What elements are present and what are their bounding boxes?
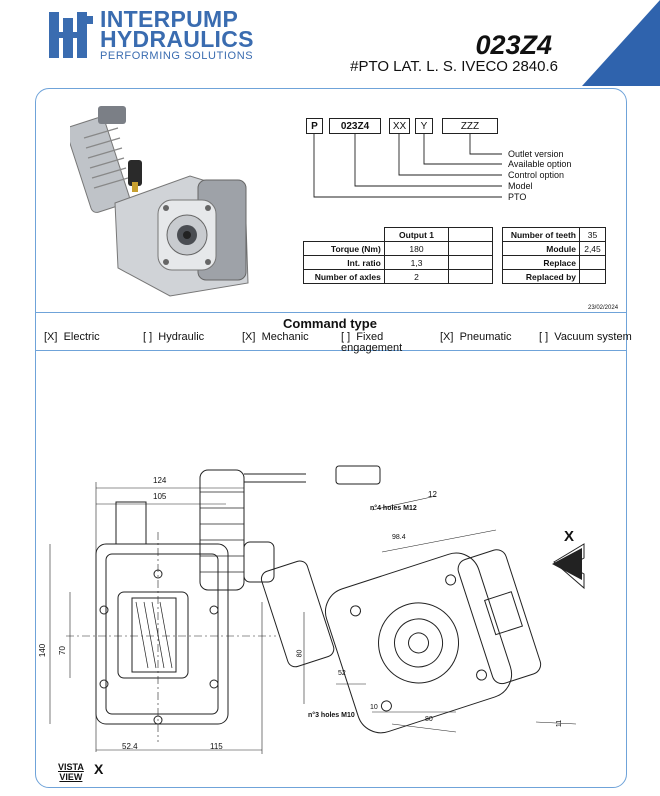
spec-value	[579, 255, 606, 270]
spec-table-gear: Number of teeth 35 Module 2,45 Replace R…	[502, 227, 606, 284]
option-mark: [X]	[44, 331, 58, 343]
option-mark: [ ]	[341, 331, 351, 343]
option-label: Mechanic	[261, 331, 309, 343]
option-mark: [X]	[440, 331, 454, 343]
command-option-mechanic: [X] Mechanic	[242, 332, 309, 343]
table-row: Number of axles 2	[303, 269, 493, 284]
dimension-label: 11	[556, 719, 564, 728]
option-label: Pneumatic	[459, 331, 512, 343]
dimension-label: 105	[153, 492, 167, 501]
code-label-available: Available option	[508, 159, 572, 169]
document-date: 23/02/2024	[588, 305, 619, 311]
technical-drawing	[49, 465, 585, 754]
corner-decoration	[582, 0, 660, 86]
option-label: Hydraulic	[158, 331, 205, 343]
brand-name-line1: INTERPUMP	[100, 6, 239, 32]
spec-label: Torque (Nm)	[303, 241, 385, 256]
product-photo	[70, 106, 249, 297]
spec-label: Number of axles	[303, 269, 385, 284]
dimension-label: 80	[296, 649, 304, 658]
spec-label: Module	[502, 241, 580, 256]
dimension-label: 98.4	[392, 534, 406, 541]
product-code: 023Z4	[475, 30, 552, 60]
code-box-outlet: ZZZ	[442, 118, 498, 134]
brand-tagline: PERFORMING SOLUTIONS	[100, 50, 254, 62]
table-row: Module 2,45	[502, 241, 606, 256]
command-option-pneumatic: [X] Pneumatic	[440, 332, 512, 343]
table-row: Replace	[502, 255, 606, 270]
option-mark: [ ]	[539, 331, 549, 343]
command-option-vacuum: [ ] Vacuum system	[539, 332, 632, 343]
dimension-label: 80	[425, 716, 433, 723]
dimension-label: 70	[57, 646, 67, 655]
spec-label: Number of teeth	[502, 227, 580, 242]
vista-letter: X	[94, 761, 104, 777]
dimension-label: 52	[338, 670, 346, 677]
spec-label: Replace	[502, 255, 580, 270]
dimension-label: 52.4	[122, 742, 138, 751]
dimension-label: 140	[38, 643, 48, 658]
vista-line2: VIEW	[59, 772, 83, 782]
code-box-control: XX	[389, 118, 410, 134]
code-leader-lines	[313, 134, 502, 198]
table-row: Torque (Nm) 180	[303, 241, 493, 256]
vista-line1: VISTA	[58, 762, 84, 772]
spec-header-output: Output 1	[383, 227, 450, 242]
dimension-label: 124	[153, 476, 167, 485]
spec-label: Replaced by	[502, 269, 580, 284]
option-label: Fixed engagement	[341, 331, 403, 354]
spec-value: 180	[383, 241, 450, 256]
dimension-label: 10	[370, 704, 378, 711]
option-mark: [X]	[242, 331, 256, 343]
content-panel	[35, 88, 627, 788]
brand-name-line2: HYDRAULICS	[100, 26, 254, 52]
code-label-outlet: Outlet version	[508, 149, 564, 159]
spec-value	[579, 269, 606, 284]
code-label-control: Control option	[508, 170, 565, 180]
dimension-label: 12	[428, 490, 437, 499]
option-label: Electric	[63, 331, 100, 343]
spec-label: Int. ratio	[303, 255, 385, 270]
command-option-fixed-engagement: [ ] Fixed engagement	[341, 332, 429, 354]
table-row: Number of teeth 35	[502, 227, 606, 242]
code-box-pto: P	[306, 118, 323, 134]
product-subtitle: #PTO LAT. L. S. IVECO 2840.6	[350, 58, 558, 75]
vista-view-label: VISTA VIEW	[58, 762, 84, 782]
dimension-label: n°4 holes M12	[370, 505, 417, 512]
table-row: Int. ratio 1,3	[303, 255, 493, 270]
section-divider-2	[36, 350, 626, 351]
section-divider-1	[36, 312, 626, 313]
dimension-label: 115	[210, 742, 223, 751]
option-label: Vacuum system	[554, 331, 632, 343]
code-box-available: Y	[415, 118, 433, 134]
spec-value: 1,3	[383, 255, 450, 270]
command-option-hydraulic: [ ] Hydraulic	[143, 332, 204, 343]
spec-table-output: Output 1 Torque (Nm) 180 Int. ratio 1,3 …	[303, 227, 493, 284]
code-label-model: Model	[508, 181, 533, 191]
command-option-electric: [X] Electric	[44, 332, 100, 343]
table-row: Replaced by	[502, 269, 606, 284]
command-type-title: Command type	[283, 316, 377, 331]
dimension-label: n°3 holes M10	[308, 712, 355, 719]
spec-value: 2,45	[579, 241, 606, 256]
code-box-model: 023Z4	[329, 118, 381, 134]
spec-value: 35	[579, 227, 606, 242]
brand-logo-icon	[47, 10, 95, 62]
spec-value: 2	[383, 269, 450, 284]
code-label-pto: PTO	[508, 192, 527, 202]
view-arrow-label: X	[564, 528, 575, 545]
option-mark: [ ]	[143, 331, 153, 343]
